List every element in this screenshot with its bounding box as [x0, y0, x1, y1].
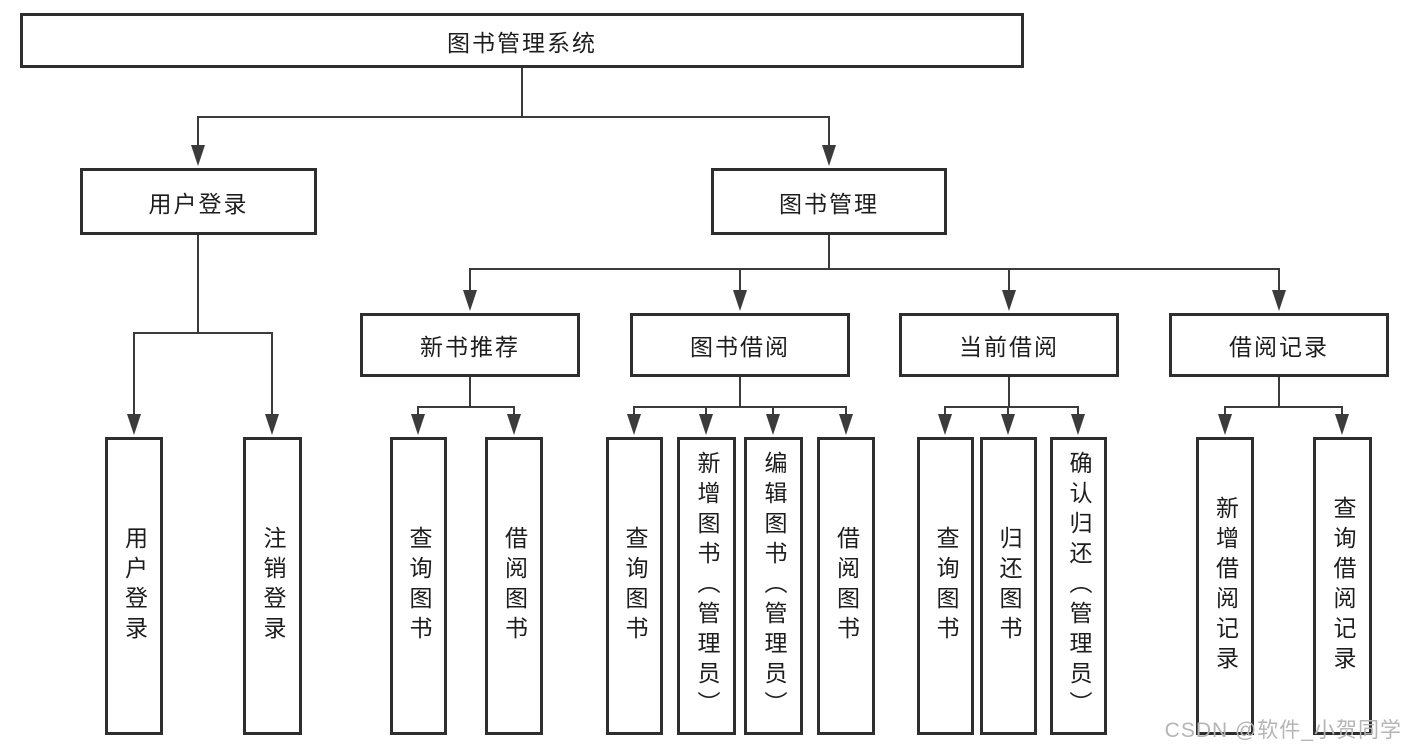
leaf-label: 查询图书 [622, 526, 648, 646]
leaf-label: 归还图书 [996, 526, 1022, 646]
leaf-label: 查询图书 [933, 526, 959, 646]
leaf-label: 借阅图书 [501, 526, 528, 646]
node-label: 新书推荐 [420, 334, 520, 360]
leaf-edit-books-admin: 编辑图书（管理员） [744, 437, 803, 735]
leaf-add-borrow-record: 新增借阅记录 [1196, 437, 1254, 735]
leaf-confirm-return-admin: 确认归还（管理员） [1050, 437, 1107, 735]
leaf-logout: 注销登录 [243, 437, 302, 735]
leaf-query-books-current: 查询图书 [917, 437, 974, 735]
leaf-borrow-books-recommend: 借阅图书 [485, 437, 543, 735]
node-label: 图书管理 [779, 190, 879, 217]
node-label: 借阅记录 [1229, 334, 1329, 360]
leaf-label: 借阅图书 [833, 526, 860, 646]
leaf-label: 查询图书 [406, 526, 432, 646]
node-library-management-system: 图书管理系统 [20, 13, 1024, 68]
leaf-query-books-recommend: 查询图书 [390, 437, 447, 735]
node-label: 用户登录 [148, 190, 249, 217]
connector-line-paths [133, 68, 1343, 419]
node-borrowing-records: 借阅记录 [1169, 313, 1389, 377]
csdn-watermark: CSDN @软件_小贺同学 [1164, 719, 1402, 742]
node-label: 当前借阅 [959, 334, 1059, 360]
node-label: 图书管理系统 [447, 29, 597, 56]
node-new-book-recommendation: 新书推荐 [360, 313, 580, 377]
node-user-login: 用户登录 [80, 168, 317, 235]
leaf-borrow-books: 借阅图书 [817, 437, 875, 735]
leaf-label: 编辑图书（管理员） [761, 451, 787, 721]
leaf-label: 注销登录 [260, 526, 286, 646]
leaf-label: 确认归还（管理员） [1066, 451, 1092, 721]
leaf-query-borrow-record: 查询借阅记录 [1313, 437, 1372, 735]
leaf-label: 查询借阅记录 [1330, 496, 1356, 676]
node-current-borrowing: 当前借阅 [899, 313, 1119, 377]
leaf-user-login: 用户登录 [105, 437, 163, 735]
arrowheads [127, 145, 1349, 435]
leaf-label: 用户登录 [121, 526, 148, 646]
leaf-query-books-borrowing: 查询图书 [606, 437, 663, 735]
leaf-add-books-admin: 新增图书（管理员） [677, 437, 736, 735]
leaf-label: 新增图书（管理员） [694, 451, 720, 721]
node-label: 图书借阅 [690, 334, 790, 360]
leaf-label: 新增借阅记录 [1212, 496, 1239, 676]
node-book-management: 图书管理 [711, 168, 947, 235]
leaf-return-books: 归还图书 [980, 437, 1037, 735]
node-book-borrowing: 图书借阅 [630, 313, 850, 377]
